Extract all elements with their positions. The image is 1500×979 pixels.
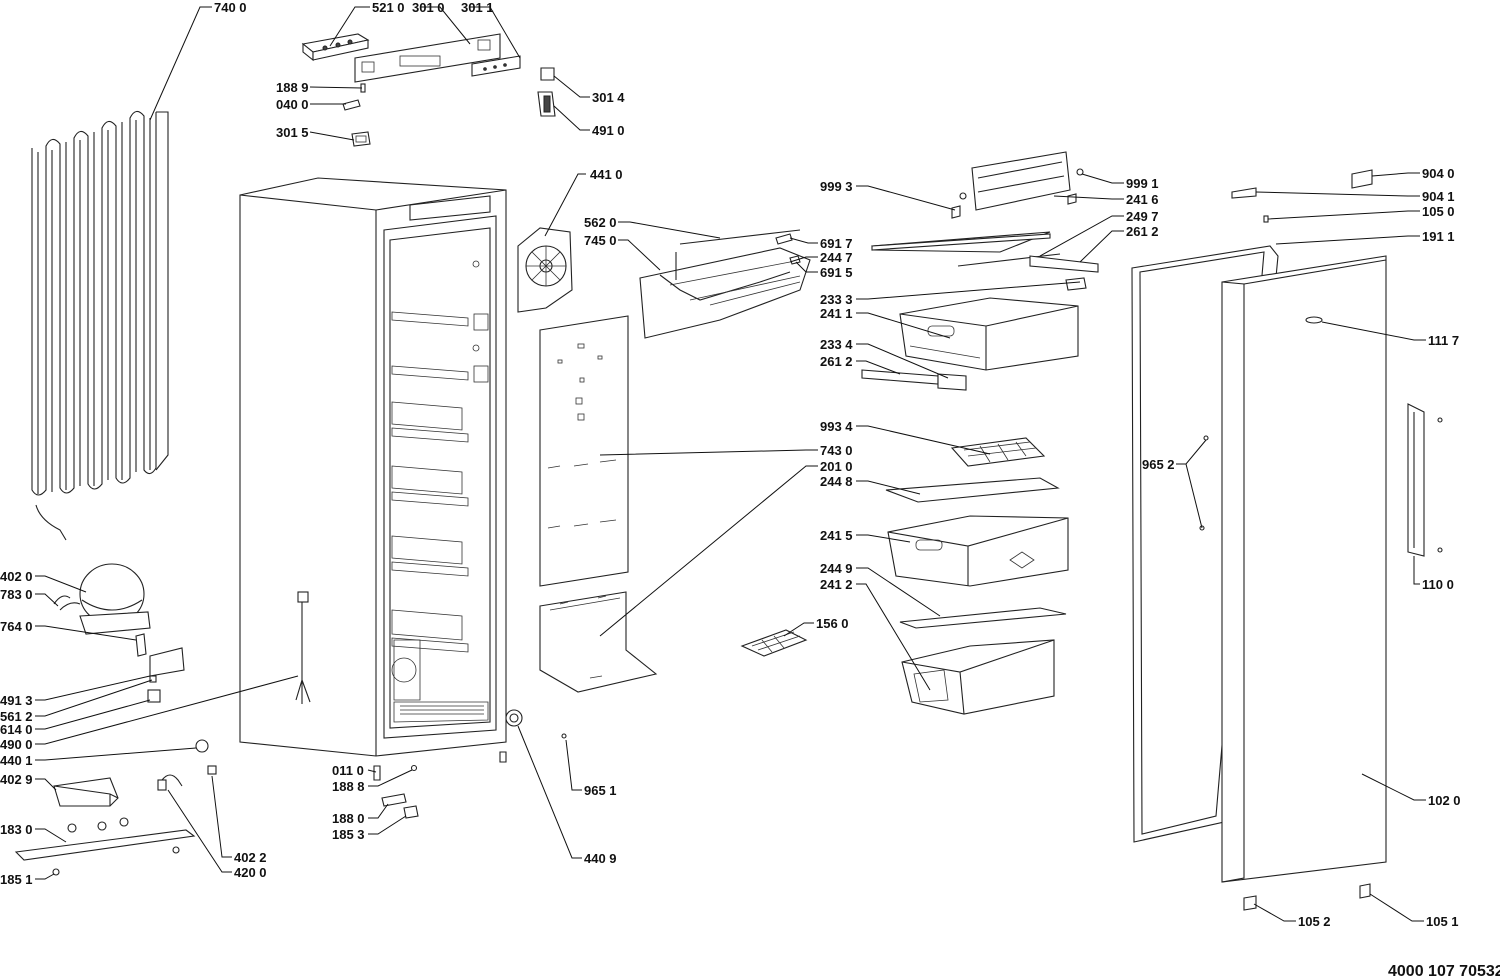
callout-188-8: 188 8 — [332, 779, 365, 794]
callout-965-2: 965 2 — [1142, 457, 1175, 472]
callout-740-0: 740 0 — [214, 0, 247, 15]
callout-241-5: 241 5 — [820, 528, 853, 543]
callout-745-0: 745 0 — [584, 233, 617, 248]
callout-111-7: 111 7 — [1428, 333, 1459, 348]
wire-harness — [157, 765, 217, 791]
callout-102-0: 102 0 — [1428, 793, 1461, 808]
callout-904-0: 904 0 — [1422, 166, 1455, 181]
bottom-cover — [539, 591, 658, 693]
callout-185-3: 185 3 — [332, 827, 365, 842]
callout-301-5: 301 5 — [276, 125, 309, 140]
callout-011-0: 011 0 — [332, 763, 364, 778]
callout-105-1: 105 1 — [1426, 914, 1459, 929]
ice-tray — [740, 629, 808, 657]
display-overlay — [471, 55, 521, 77]
callout-labels: 740 0 521 0 301 0 301 1 188 9 040 0 301 … — [0, 0, 1461, 929]
callout-562-0: 562 0 — [584, 215, 617, 230]
chiller-drawer — [899, 297, 1079, 371]
vegetable-drawer-lower — [901, 639, 1055, 715]
callout-110-0: 110 0 — [1422, 577, 1454, 592]
callout-244-8: 244 8 — [820, 474, 853, 489]
callout-201-0: 201 0 — [820, 459, 853, 474]
callout-764-0: 764 0 — [0, 619, 33, 634]
callout-491-0: 491 0 — [592, 123, 625, 138]
callout-999-3: 999 3 — [820, 179, 853, 194]
callout-402-2: 402 2 — [234, 850, 267, 865]
base-tray — [53, 777, 119, 807]
callout-233-4: 233 4 — [820, 337, 853, 352]
base-plate — [14, 817, 196, 876]
compressor — [53, 563, 151, 635]
callout-188-0: 188 0 — [332, 811, 365, 826]
callout-691-7: 691 7 — [820, 236, 853, 251]
callout-105-2: 105 2 — [1298, 914, 1331, 929]
callout-191-1: 191 1 — [1422, 229, 1455, 244]
callout-783-0: 783 0 — [0, 587, 33, 602]
callout-156-0: 156 0 — [816, 616, 849, 631]
evaporator-cover — [639, 229, 811, 339]
callout-561-2: 561 2 — [0, 709, 33, 724]
callout-691-5: 691 5 — [820, 265, 853, 280]
callout-965-1: 965 1 — [584, 783, 617, 798]
callout-491-3: 491 3 — [0, 693, 33, 708]
callout-244-7: 244 7 — [820, 250, 853, 265]
callout-402-9: 402 9 — [0, 772, 33, 787]
callout-441-0: 441 0 — [590, 167, 623, 182]
condenser-coil — [31, 110, 169, 541]
callout-301-4: 301 4 — [592, 90, 625, 105]
callout-241-6: 241 6 — [1126, 192, 1159, 207]
callout-241-2: 241 2 — [820, 577, 853, 592]
callout-490-0: 490 0 — [0, 737, 33, 752]
document-number: 4000 107 70532 — [1388, 963, 1500, 979]
callout-743-0: 743 0 — [820, 443, 853, 458]
lower-glass-shelf — [899, 607, 1067, 629]
callout-420-0: 420 0 — [234, 865, 267, 880]
callout-904-1: 904 1 — [1422, 189, 1455, 204]
callout-993-4: 993 4 — [820, 419, 853, 434]
callout-185-1: 185 1 — [0, 872, 33, 887]
cabinet-body — [239, 177, 507, 757]
callout-301-1: 301 1 — [461, 0, 494, 15]
vegetable-drawer-upper — [887, 515, 1069, 587]
drawer-rail — [861, 369, 967, 391]
callout-402-0: 402 0 — [0, 569, 33, 584]
callout-183-0: 183 0 — [0, 822, 33, 837]
callout-105-0: 105 0 — [1422, 204, 1455, 219]
door-handle — [1407, 403, 1425, 557]
refrigerator-door — [1221, 255, 1387, 883]
callout-999-1: 999 1 — [1126, 176, 1159, 191]
callout-233-3: 233 3 — [820, 292, 853, 307]
callout-261-2-lower: 261 2 — [820, 354, 853, 369]
middle-glass-shelf — [885, 477, 1060, 503]
egg-tray — [950, 437, 1046, 467]
control-board — [301, 33, 370, 62]
compressor-accessories — [135, 591, 311, 753]
upper-glass-shelf — [871, 231, 1099, 291]
callout-261-2-upper: 261 2 — [1126, 224, 1159, 239]
callout-521-0: 521 0 — [372, 0, 405, 15]
callout-440-1: 440 1 — [0, 753, 33, 768]
callout-040-0: 040 0 — [276, 97, 309, 112]
upper-drawer-front — [951, 151, 1084, 219]
hinge-parts — [1231, 169, 1373, 911]
callout-244-9: 244 9 — [820, 561, 853, 576]
callout-249-7: 249 7 — [1126, 209, 1159, 224]
callout-241-1: 241 1 — [820, 306, 853, 321]
callout-614-0: 614 0 — [0, 722, 33, 737]
callout-440-9: 440 9 — [584, 851, 617, 866]
evaporator-fan — [517, 227, 573, 313]
small-parts-top — [342, 67, 556, 147]
rear-panel — [539, 315, 629, 587]
leader-lines — [35, 6, 1426, 922]
callout-301-0: 301 0 — [412, 0, 445, 15]
hardware-small — [373, 417, 1443, 819]
control-panel — [354, 33, 501, 83]
callout-188-9: 188 9 — [276, 80, 309, 95]
